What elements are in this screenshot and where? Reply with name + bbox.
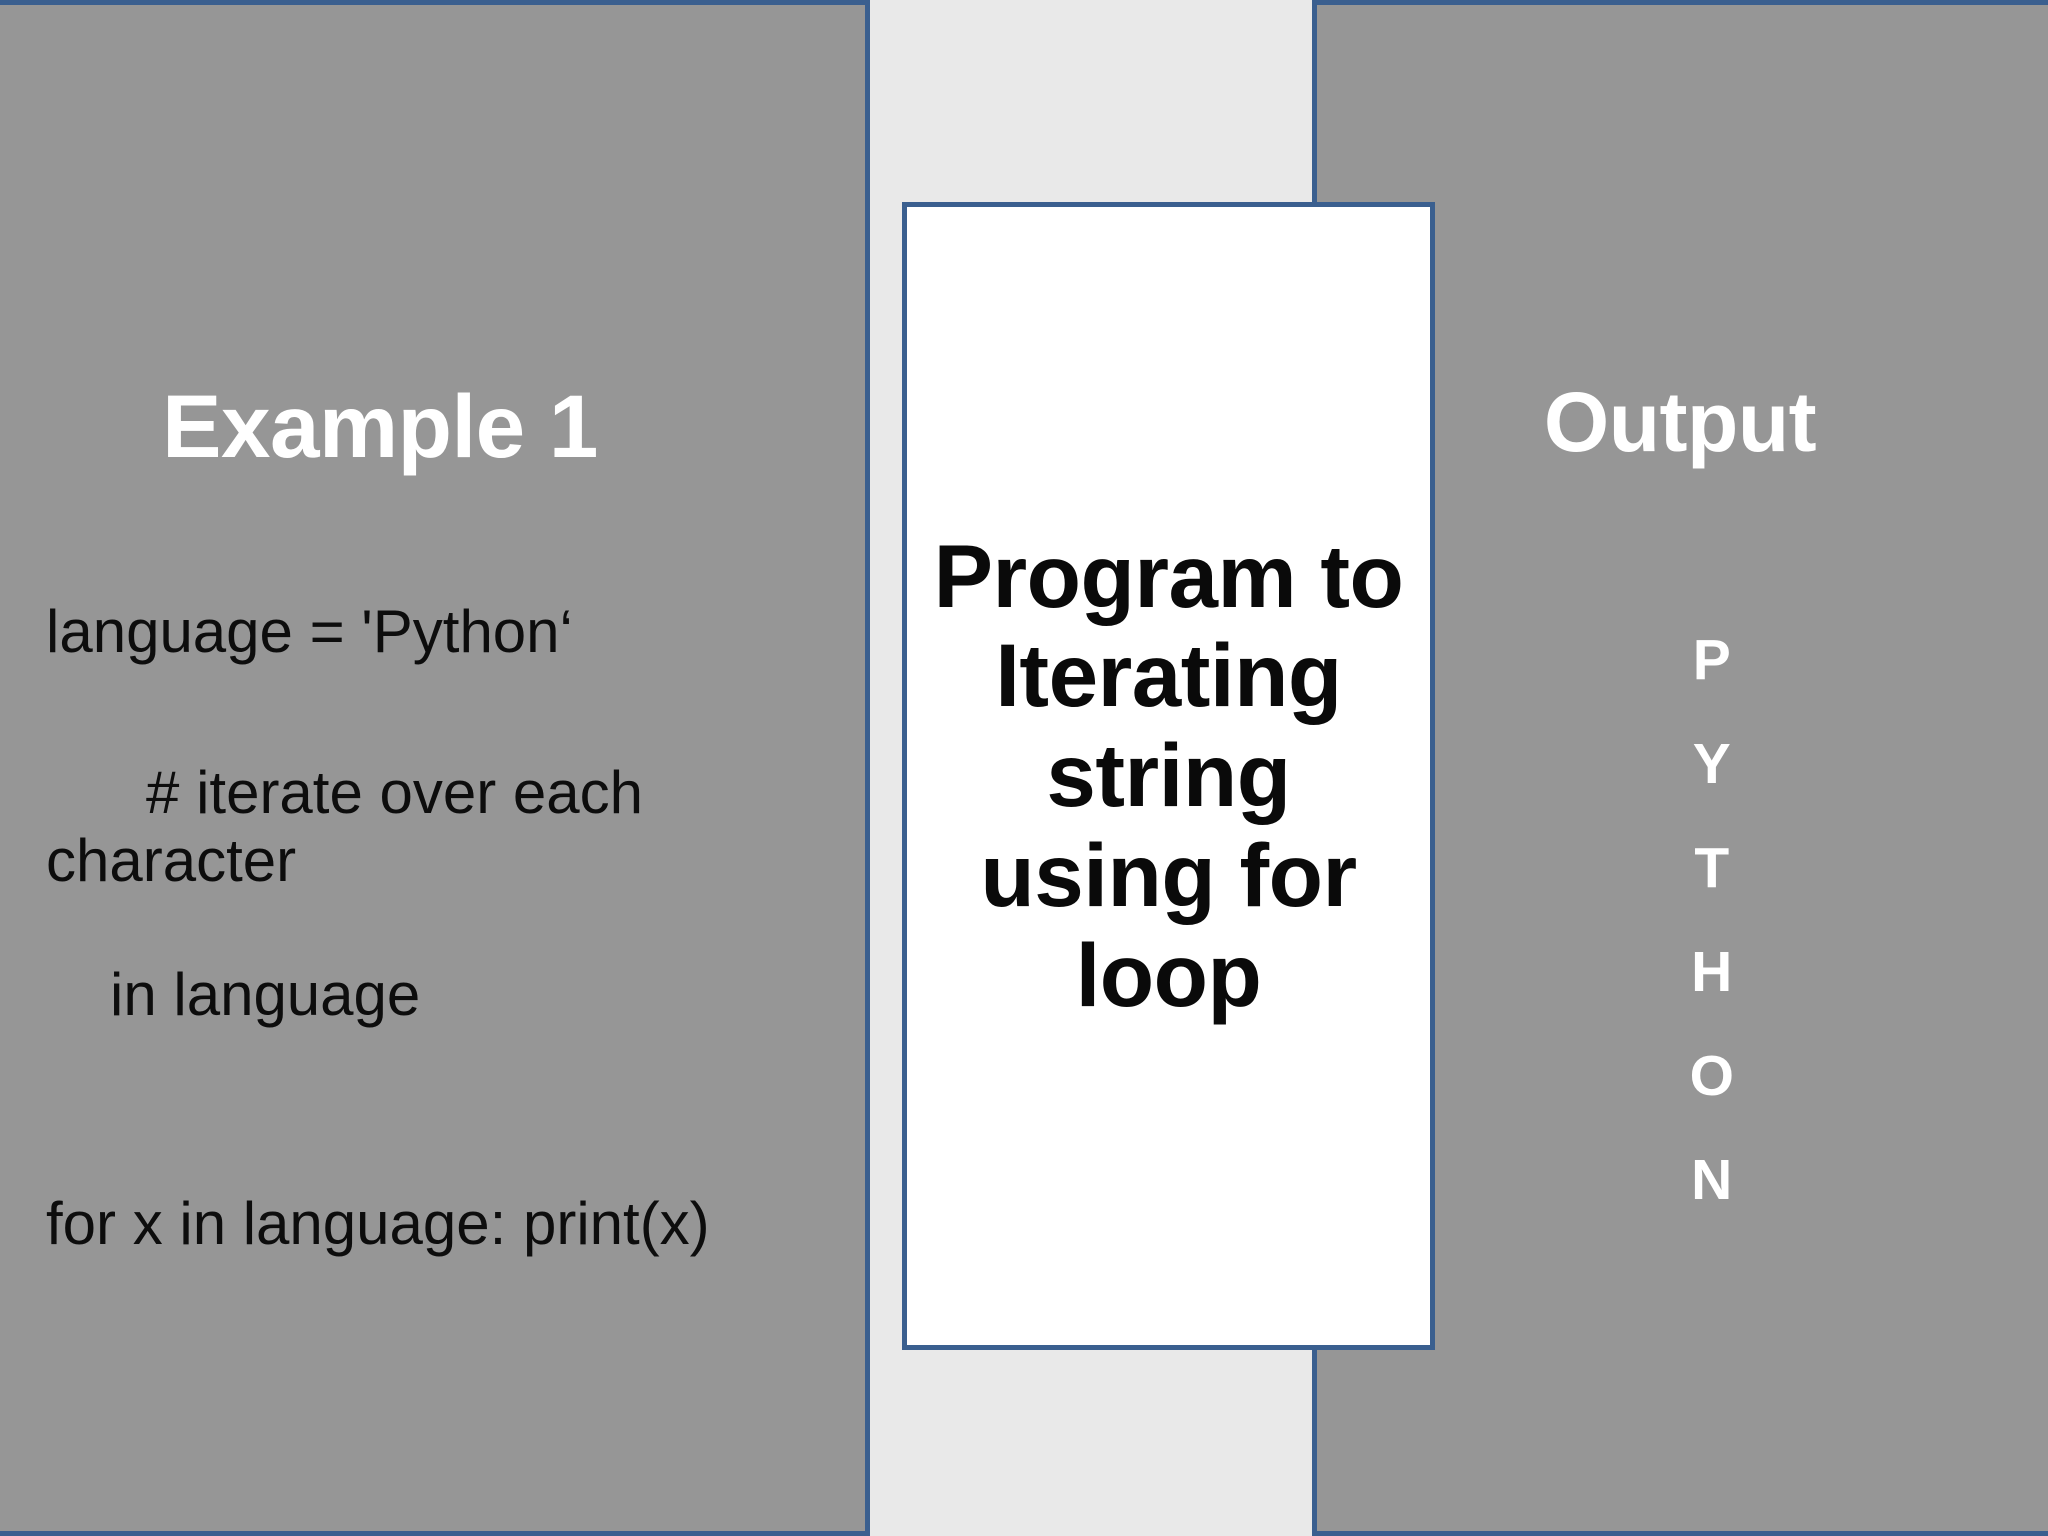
code-line: for x in language: print(x) [46, 1189, 710, 1257]
code-block: language = 'Python‘ # iterate over each … [46, 598, 846, 1284]
output-letter: Y [1692, 732, 1732, 796]
left-example-panel [0, 0, 870, 1536]
code-line-text: # iterate over each character [46, 759, 660, 894]
output-letter: O [1689, 1044, 1735, 1108]
center-card-title: Program to Iterating string using for lo… [933, 525, 1404, 1025]
output-letter: P [1692, 628, 1732, 692]
code-line: # iterate over each character in languag… [46, 692, 846, 1162]
code-line: language = 'Python‘ [46, 598, 573, 665]
code-line-continuation: in language [110, 960, 421, 1028]
right-panel-title: Output [1543, 375, 1817, 469]
output-letters-stack: P Y T H O N [1312, 632, 2048, 1256]
left-panel-title: Example 1 [162, 376, 598, 476]
output-letter: H [1691, 940, 1733, 1004]
output-letter: T [1694, 836, 1730, 900]
output-letter: N [1691, 1148, 1733, 1212]
center-title-card: Program to Iterating string using for lo… [902, 202, 1435, 1350]
